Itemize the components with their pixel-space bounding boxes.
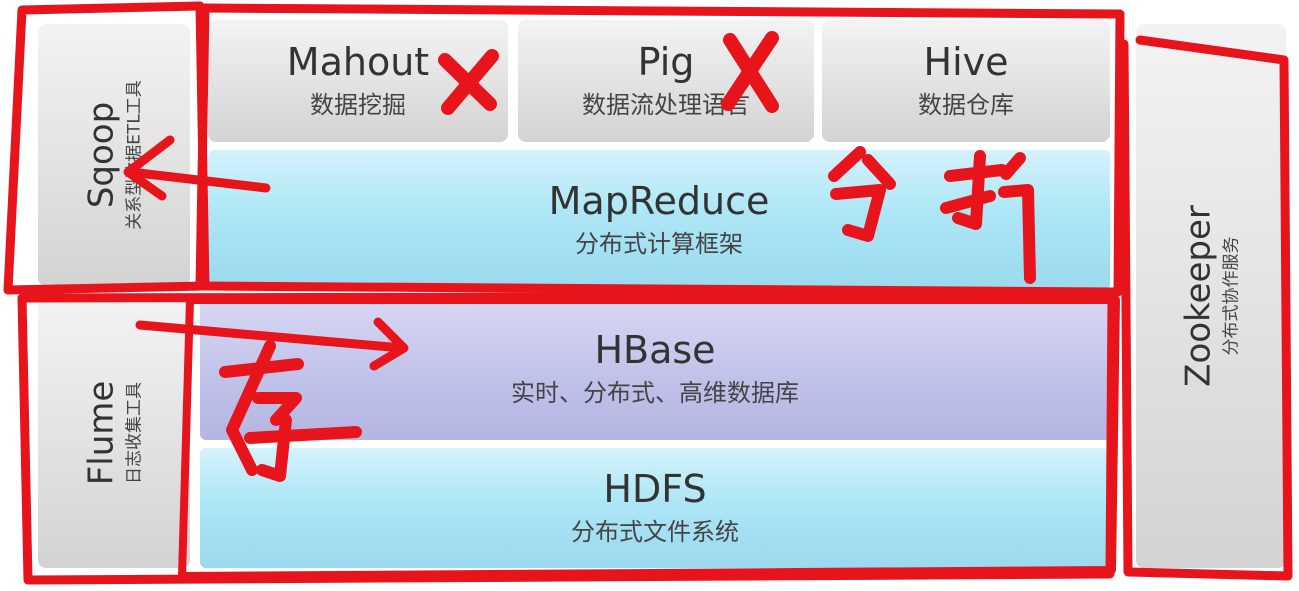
sqoop-block: Sqoop 关系型数据ETL工具 bbox=[38, 24, 190, 286]
pig-block: Pig 数据流处理语言 bbox=[518, 20, 814, 142]
mahout-block: Mahout 数据挖掘 bbox=[208, 20, 508, 142]
hive-block: Hive 数据仓库 bbox=[822, 20, 1110, 142]
pig-desc: 数据流处理语言 bbox=[582, 91, 750, 120]
mahout-title: Mahout bbox=[286, 39, 430, 84]
flume-block: Flume 日志收集工具 bbox=[38, 298, 190, 568]
mahout-desc: 数据挖掘 bbox=[310, 91, 406, 120]
flume-desc: 日志收集工具 bbox=[124, 382, 145, 484]
hbase-block: HBase 实时、分布式、高维数据库 bbox=[200, 298, 1110, 440]
pig-title: Pig bbox=[637, 39, 695, 84]
hbase-desc: 实时、分布式、高维数据库 bbox=[511, 379, 799, 408]
hdfs-title: HDFS bbox=[603, 466, 707, 511]
hdfs-desc: 分布式文件系统 bbox=[571, 518, 739, 547]
mapreduce-block: MapReduce 分布式计算框架 bbox=[208, 150, 1110, 290]
flume-title: Flume bbox=[81, 380, 122, 486]
sqoop-title: Sqoop bbox=[81, 101, 122, 209]
sqoop-desc: 关系型数据ETL工具 bbox=[124, 80, 145, 230]
mapreduce-title: MapReduce bbox=[548, 178, 770, 223]
mapreduce-desc: 分布式计算框架 bbox=[575, 230, 743, 259]
zookeeper-title: Zookeeper bbox=[1178, 205, 1219, 387]
hive-desc: 数据仓库 bbox=[918, 91, 1014, 120]
hive-title: Hive bbox=[923, 39, 1009, 84]
hbase-title: HBase bbox=[594, 327, 716, 372]
zookeeper-desc: 分布式协作服务 bbox=[1221, 236, 1242, 356]
hdfs-block: HDFS 分布式文件系统 bbox=[200, 448, 1110, 568]
zookeeper-block: Zookeeper 分布式协作服务 bbox=[1136, 24, 1286, 568]
